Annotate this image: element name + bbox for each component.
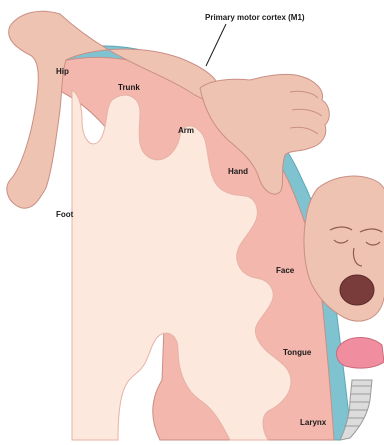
primary-motor-cortex-label: Primary motor cortex (M1): [205, 14, 305, 22]
hip-label: Hip: [56, 68, 69, 76]
trunk-label: Trunk: [118, 84, 140, 92]
larynx-label: Larynx: [300, 419, 326, 427]
tongue-label: Tongue: [283, 349, 311, 357]
open-mouth: [340, 275, 374, 305]
title-pointer-line: [206, 24, 226, 66]
homunculus-tongue: [337, 338, 384, 369]
foot-label: Foot: [56, 211, 73, 219]
arm-label: Arm: [178, 127, 194, 135]
face-label: Face: [276, 267, 294, 275]
hand-label: Hand: [228, 168, 248, 176]
